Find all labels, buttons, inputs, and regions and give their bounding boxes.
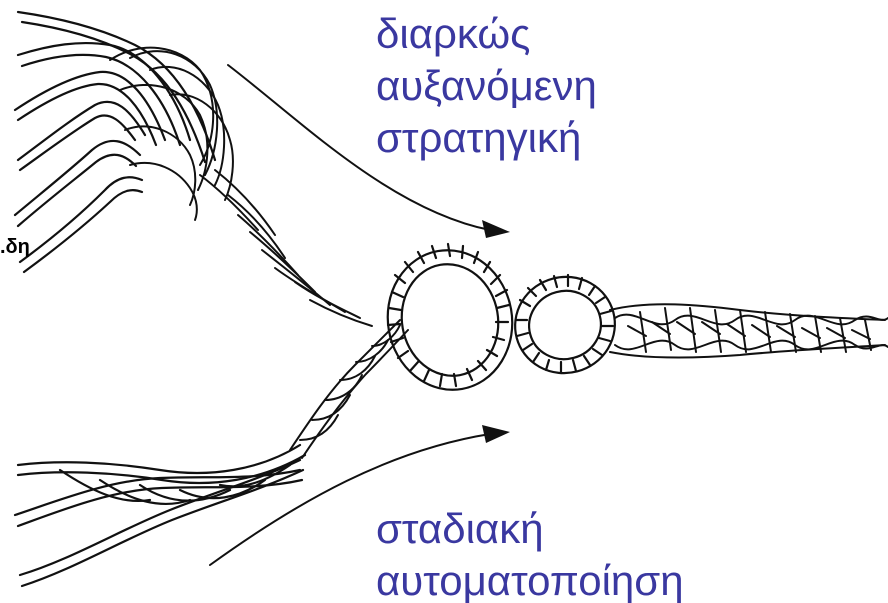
second-loop — [504, 266, 625, 385]
caption-top-line-1: διαρκώς — [376, 8, 597, 60]
arrow-bottom-head — [482, 425, 510, 443]
upper-twist-wraps — [110, 48, 372, 326]
lower-strand-1 — [18, 445, 300, 473]
upper-strand-6 — [20, 177, 142, 262]
caption-bottom-line-2: αυτοματοποίηση — [376, 555, 684, 603]
caption-top-line-2: αυξανόμενη — [376, 60, 597, 112]
upper-strand-group — [15, 12, 215, 272]
lower-strand-group — [15, 445, 305, 586]
left-partial-label: .δη — [0, 236, 30, 259]
caption-gradual-automation: σταδιακή αυτοματοποίηση — [376, 503, 684, 603]
caption-bottom-line-1: σταδιακή — [376, 503, 684, 555]
caption-increasing-strategy: διαρκώς αυξανόμενη στρατηγική — [376, 8, 597, 164]
caption-top-line-3: στρατηγική — [376, 112, 597, 164]
upper-strand-3b — [18, 84, 156, 145]
arrow-top-head — [482, 220, 510, 238]
upper-strand-4 — [18, 102, 145, 160]
upper-strand-6b — [24, 190, 142, 272]
right-braid — [610, 304, 888, 357]
